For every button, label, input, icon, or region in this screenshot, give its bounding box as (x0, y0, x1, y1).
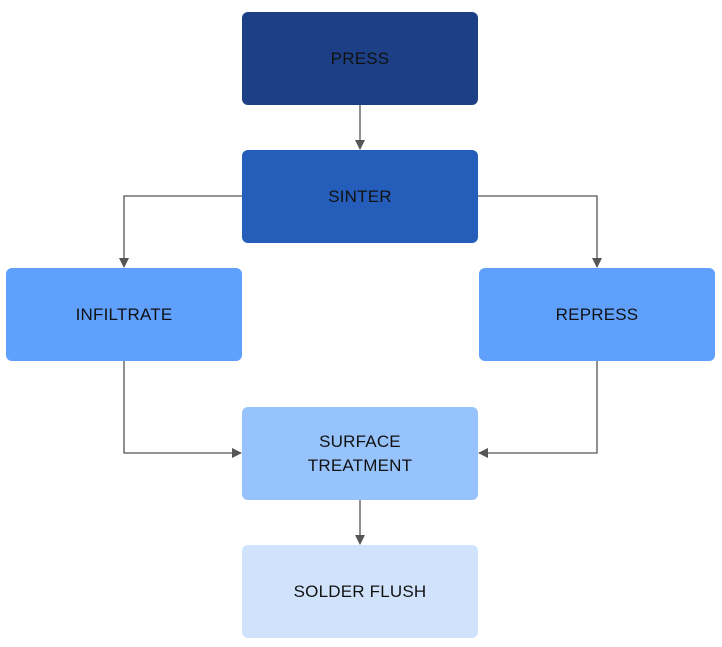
solder-flush-label: SOLDER FLUSH (293, 581, 427, 601)
infiltrate-node: INFILTRATE (6, 268, 242, 361)
edge-infiltrate-to-surface-treatment (123, 361, 242, 458)
infiltrate-label: INFILTRATE (75, 304, 173, 324)
edge-sinter-to-repress (478, 195, 602, 268)
surface-treatment-label: SURFACE TREATMENT (307, 431, 413, 475)
edge-sinter-to-infiltrate (119, 195, 242, 268)
sinter-label: SINTER (328, 186, 392, 206)
repress-node: REPRESS (479, 268, 715, 361)
press-label: PRESS (330, 48, 390, 68)
sinter-node: SINTER (242, 150, 478, 243)
press-node: PRESS (242, 12, 478, 105)
surface-treatment-node: SURFACE TREATMENT (242, 407, 478, 500)
solder-flush-node: SOLDER FLUSH (242, 545, 478, 638)
edge-repress-to-surface-treatment (478, 361, 598, 458)
repress-label: REPRESS (555, 304, 639, 324)
